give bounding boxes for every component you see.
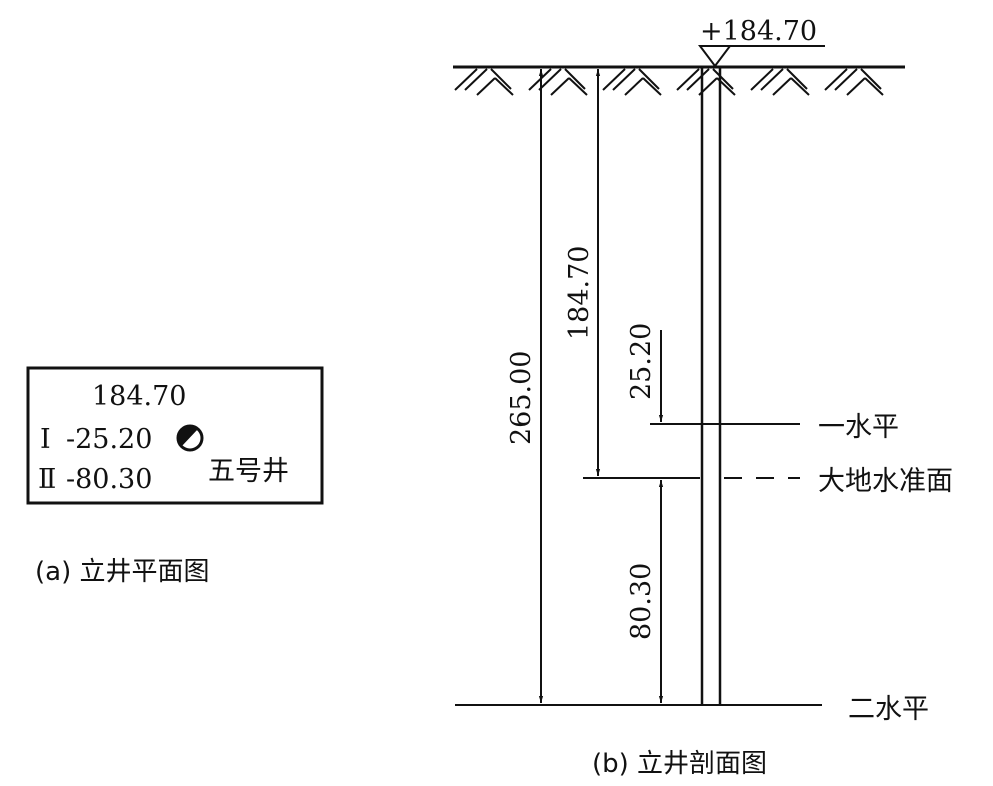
- plan-level2-value: -80.30: [66, 464, 152, 495]
- hatch-stroke: [602, 68, 626, 91]
- shaft-symbol-icon: [176, 424, 204, 452]
- plan-level1-value: -25.20: [66, 424, 152, 455]
- plan-caption: (a) 立井平面图: [35, 557, 210, 587]
- hatch-stroke: [538, 68, 562, 91]
- hatch-stroke: [454, 68, 478, 91]
- plan-shaft-name: 五号井: [208, 456, 289, 487]
- plan-level1-prefix: Ⅰ: [40, 424, 51, 455]
- hatch-stroke: [824, 68, 848, 91]
- plan-frame: [26, 366, 324, 505]
- hatch-stroke: [846, 77, 866, 96]
- hatch-stroke: [464, 68, 488, 91]
- hatch-stroke: [760, 68, 784, 91]
- section-view: [453, 45, 905, 706]
- dim-surface-datum-label: 184.70: [564, 246, 595, 340]
- hatch-stroke: [642, 77, 662, 96]
- hatch-stroke: [786, 68, 808, 90]
- elevation-triangle-icon: [698, 45, 732, 68]
- dim-total-label: 265.00: [506, 351, 537, 445]
- hatch-stroke: [676, 68, 700, 91]
- hatch-stroke: [686, 68, 710, 91]
- section-labels: +184.70 265.00 184.70 25.20 80.30 一水平 大地…: [506, 16, 953, 779]
- hatch-stroke: [712, 68, 734, 90]
- hatch-stroke: [864, 77, 884, 96]
- hatch-stroke: [638, 68, 660, 90]
- level2-label: 二水平: [848, 694, 929, 725]
- level1-label: 一水平: [818, 412, 899, 443]
- hatch-stroke: [624, 77, 644, 96]
- hatch-stroke: [790, 77, 810, 96]
- plan-view: 184.70 Ⅰ -25.20 Ⅱ -80.30 五号井 (a) 立井平面图: [26, 366, 324, 587]
- dim-level1-label: 25.20: [626, 323, 657, 400]
- hatch-stroke: [834, 68, 858, 91]
- hatch-stroke: [564, 68, 586, 90]
- ground-hatching: [454, 68, 884, 96]
- datum-label: 大地水准面: [818, 466, 953, 497]
- hatch-stroke: [494, 77, 514, 96]
- hatch-stroke: [476, 77, 496, 96]
- hatch-stroke: [772, 77, 792, 96]
- hatch-stroke: [568, 77, 588, 96]
- hatch-stroke: [750, 68, 774, 91]
- hatch-stroke: [860, 68, 882, 90]
- plan-level2-prefix: Ⅱ: [38, 464, 56, 495]
- hatch-stroke: [550, 77, 570, 96]
- dim-level2-label: 80.30: [626, 563, 657, 640]
- hatch-stroke: [612, 68, 636, 91]
- section-caption: (b) 立井剖面图: [592, 749, 767, 779]
- plan-elevation: 184.70: [92, 381, 186, 412]
- hatch-stroke: [490, 68, 512, 90]
- top-elevation: +184.70: [700, 16, 817, 47]
